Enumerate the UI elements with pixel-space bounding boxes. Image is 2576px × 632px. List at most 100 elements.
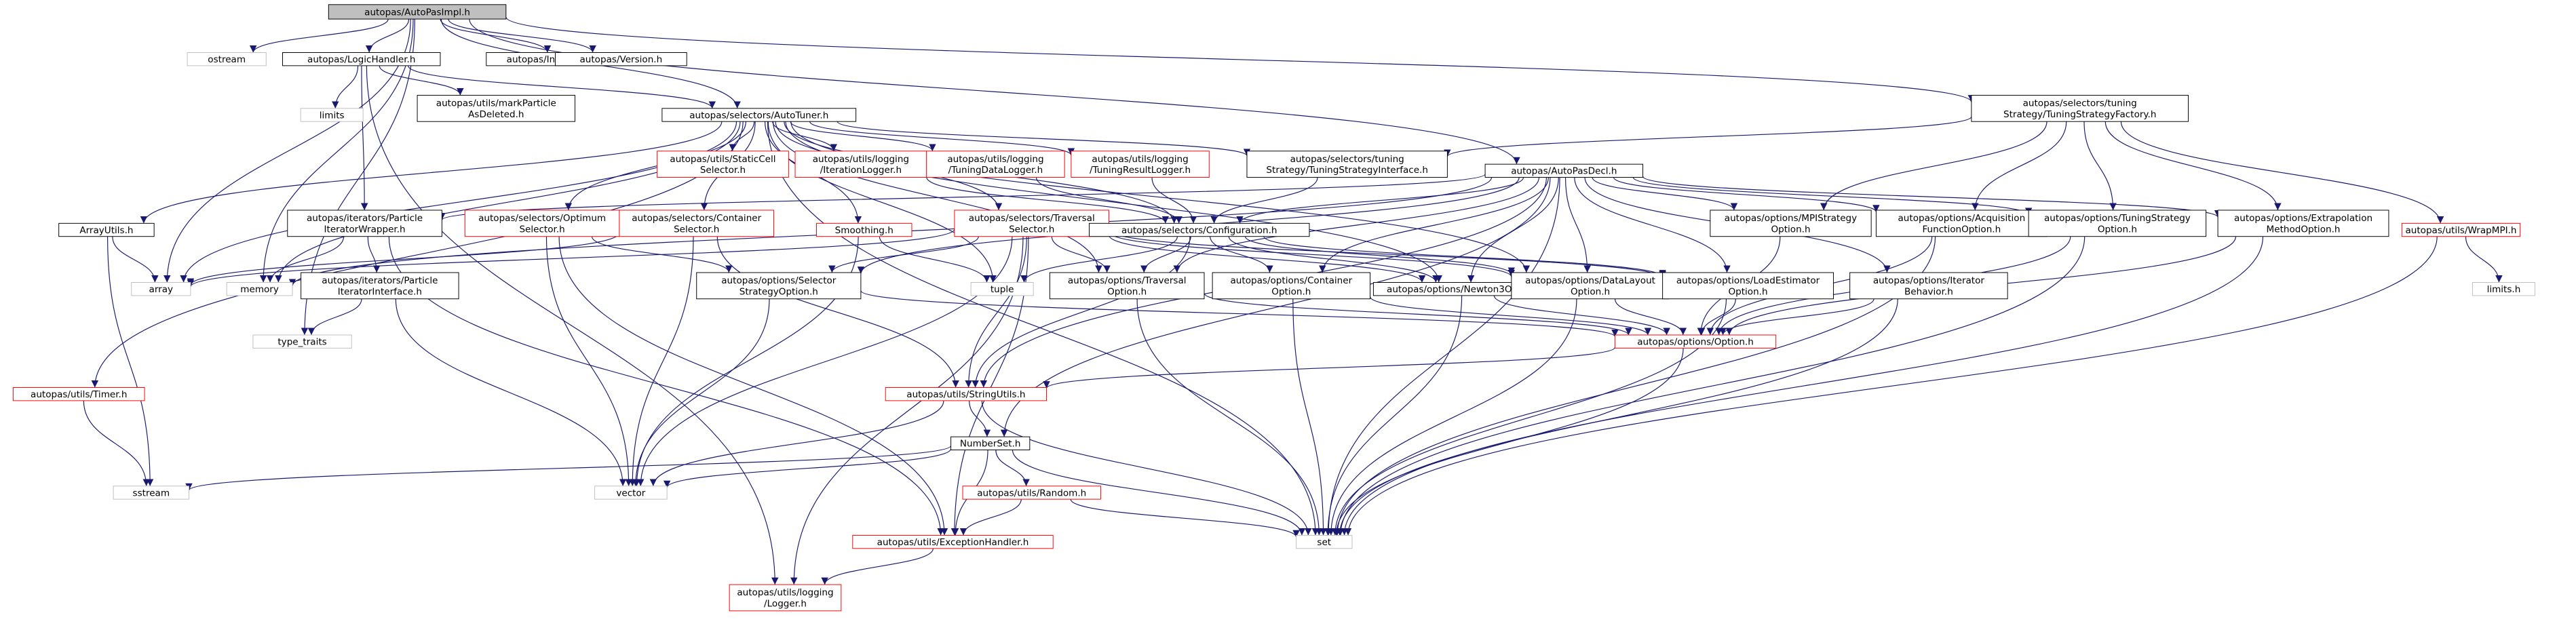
edge-autopasimpl-to-array [164,19,411,283]
edge-ttsfactory-to-mpistrategy [1820,121,2048,210]
node-label-newton3-0: autopas/options/Newton3Option.h [1387,284,1544,295]
node-acquisition[interactable]: autopas/options/AcquisitionFunctionOptio… [1875,210,2048,237]
node-sstream[interactable]: sstream [113,486,189,500]
node-iterlogger[interactable]: autopas/utils/logging/IterationLogger.h [794,151,927,178]
node-box-datalayout [1511,272,1670,300]
node-particleiterinterface[interactable]: autopas/iterators/ParticleIteratorInterf… [301,272,459,300]
edge-loadestimator-to-option [1697,298,1736,336]
edge-newton3-to-option [1493,295,1670,336]
node-box-tuningresultlogger [1071,151,1210,178]
edge-containerselector-to-array [187,233,620,286]
edge-containeropt-to-option [1369,296,1652,336]
node-arrayutils[interactable]: ArrayUtils.h [58,222,155,237]
node-logichandler[interactable]: autopas/LogicHandler.h [282,52,441,66]
node-tsinterface[interactable]: autopas/selectors/tuningStrategy/TuningS… [1246,151,1448,178]
node-configuration[interactable]: autopas/selectors/Configuration.h [1089,222,1310,237]
edge-configuration-to-loadestimator [1263,236,1666,278]
node-label-staticcell-1: Selector.h [700,165,746,176]
edge-arrayutils-to-array [112,236,159,283]
node-autotuner[interactable]: autopas/selectors/AutoTuner.h [661,108,857,122]
node-extrapolation[interactable]: autopas/options/ExtrapolationMethodOptio… [2217,210,2389,237]
node-label-extrapolation-0: autopas/options/Extrapolation [2234,213,2372,224]
node-label-typetraits-0: type_traits [277,337,326,348]
node-label-extrapolation-1: MethodOption.h [2267,224,2341,235]
node-box-traversalselector [954,210,1110,237]
edge-configuration-to-traversalopt [1140,236,1191,273]
node-logger[interactable]: autopas/utils/logging/Logger.h [729,584,842,612]
edge-autotuner-to-datalayout [790,121,1530,273]
node-box-ostream [187,52,267,66]
node-autopasdecl[interactable]: autopas/AutoPasDecl.h [1484,163,1644,178]
edge-autopasimpl-to-autopasdecl [469,19,1520,165]
node-set[interactable]: set [1296,534,1353,549]
node-autopasimpl[interactable]: autopas/AutoPasImpl.h [328,4,507,20]
node-label-containerselector-1: Selector.h [674,224,719,235]
node-typetraits[interactable]: type_traits [252,334,352,349]
node-memory[interactable]: memory [226,282,293,296]
node-array[interactable]: array [131,282,191,296]
node-label-optimumselector-1: Selector.h [519,224,564,235]
node-tuningdatalogger[interactable]: autopas/utils/logging/TuningDataLogger.h [926,151,1065,178]
node-tuningresultlogger[interactable]: autopas/utils/logging/TuningResultLogger… [1071,151,1210,178]
edge-autopasdecl-to-traversalopt [1173,177,1540,273]
node-option[interactable]: autopas/options/Option.h [1614,334,1777,349]
node-numberset[interactable]: NumberSet.h [950,436,1031,450]
node-label-memory-0: memory [240,284,279,295]
node-smoothing[interactable]: Smoothing.h [816,222,912,237]
edge-newton3-to-set [1324,295,1463,536]
edge-tuningstrategyopt-to-set [1337,236,2085,536]
node-vector[interactable]: vector [594,486,668,500]
node-ostream[interactable]: ostream [187,52,267,66]
edge-traversalselector-to-logger [790,236,1024,585]
node-tuple[interactable]: tuple [970,282,1034,296]
edge-logichandler-to-limits [332,65,359,108]
node-label-tuple-0: tuple [991,284,1014,295]
edge-autopasimpl-to-version [448,18,596,53]
node-wrapmpi[interactable]: autopas/utils/WrapMPI.h [2401,222,2521,237]
node-label-limitsh-0: limits.h [2487,284,2521,295]
edge-smoothing-to-tuple [879,236,991,283]
node-label-datalayout-1: Option.h [1571,286,1610,297]
node-label-containeropt-1: Option.h [1271,286,1311,297]
node-box-ttsfactory [1971,94,2189,122]
edge-random-to-exceptionhandler [959,499,1022,536]
node-box-tuningdatalogger [926,151,1065,178]
edge-optimumselector-to-vector [545,236,632,486]
node-label-ttsfactory-0: autopas/selectors/tuning [2023,98,2137,108]
edge-logichandler-to-markparticle [379,65,464,96]
node-timer[interactable]: autopas/utils/Timer.h [12,387,145,401]
node-label-selectorstrategy-1: StrategyOption.h [739,286,818,297]
node-box-autotuner [661,108,857,122]
node-limits[interactable]: limits [300,108,364,122]
node-label-tuningstrategyopt-0: autopas/options/TuningStrategy [2044,213,2191,224]
edge-tsinterface-to-configuration [1210,177,1318,224]
node-exceptionhandler[interactable]: autopas/utils/ExceptionHandler.h [852,534,1054,549]
node-version[interactable]: autopas/Version.h [555,52,687,66]
node-particleiterwrapper[interactable]: autopas/iterators/ParticleIteratorWrappe… [287,210,442,237]
node-random[interactable]: autopas/utils/Random.h [962,486,1101,500]
node-box-logichandler [282,52,441,66]
edge-autopasimpl-to-instancecounter [440,18,552,53]
edge-particleiterwrapper-to-particleiterinterface [367,236,381,273]
edge-selectorstrategy-to-option [860,290,1619,337]
edge-autotuner-to-memory [275,121,741,283]
node-ttsfactory[interactable]: autopas/selectors/tuningStrategy/TuningS… [1971,94,2189,122]
edge-traversalselector-to-datalayout [1108,231,1515,277]
node-limitsh[interactable]: limits.h [2472,282,2535,296]
node-label-tuningdatalogger-0: autopas/utils/logging [947,154,1043,165]
node-stringutils[interactable]: autopas/utils/StringUtils.h [885,387,1047,401]
node-label-ostream-0: ostream [208,54,246,65]
